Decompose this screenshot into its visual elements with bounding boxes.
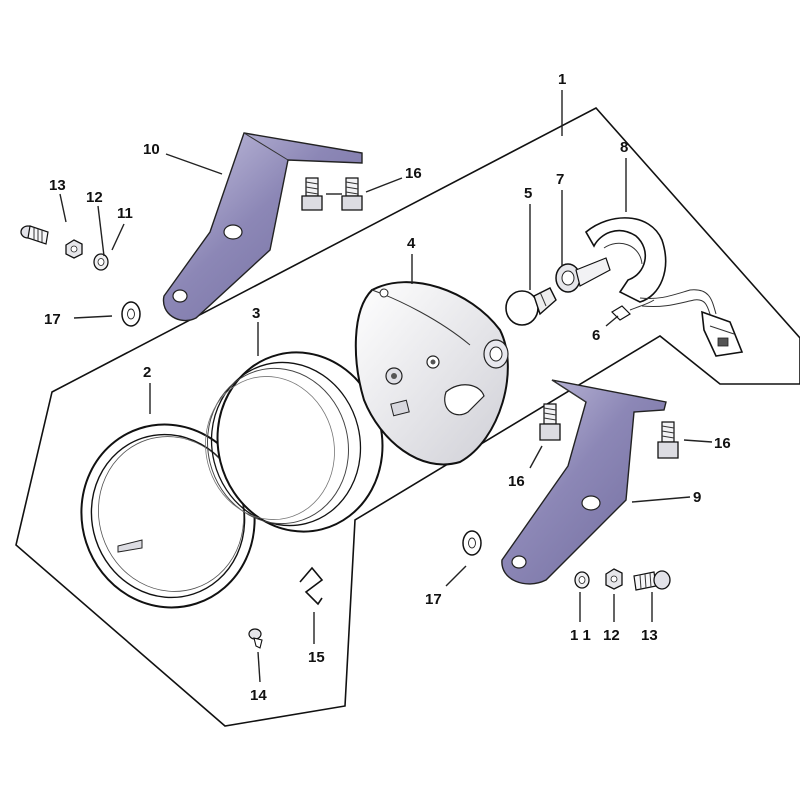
bulb-holder-with-wiring bbox=[584, 217, 744, 357]
leader-lines bbox=[59, 90, 713, 683]
left-bracket bbox=[162, 132, 363, 322]
pilot-bulb bbox=[611, 299, 655, 321]
bulb bbox=[505, 287, 557, 326]
callout-5: 5 bbox=[524, 185, 532, 202]
bolt-right bbox=[633, 570, 671, 591]
assembly-outline bbox=[15, 107, 800, 727]
rubber-washer-left bbox=[121, 301, 141, 327]
screws-top bbox=[301, 177, 363, 211]
callout-12-right: 12 bbox=[603, 627, 620, 644]
callout-1: 1 bbox=[558, 71, 566, 88]
rubber-washer-right bbox=[462, 530, 482, 556]
nut-right bbox=[605, 568, 623, 590]
washer-right bbox=[574, 571, 590, 589]
callout-15: 15 bbox=[308, 649, 325, 666]
callout-6: 6 bbox=[592, 327, 600, 344]
callout-3: 3 bbox=[252, 305, 260, 322]
bolt-left bbox=[20, 225, 49, 245]
washer-left bbox=[93, 253, 109, 271]
callout-12-left: 12 bbox=[86, 189, 103, 206]
callout-16-right-b: 16 bbox=[714, 435, 731, 452]
bulb-socket bbox=[555, 257, 611, 293]
right-bracket bbox=[501, 379, 667, 585]
callout-11-right: 1 1 bbox=[570, 627, 591, 644]
screw-right-a bbox=[539, 403, 561, 441]
spring-clip bbox=[299, 566, 324, 606]
callout-labels: 1 2 3 4 5 6 7 8 9 10 11 12 13 16 17 16 1… bbox=[44, 71, 731, 704]
screw-right-b bbox=[657, 421, 679, 459]
callout-7: 7 bbox=[556, 171, 564, 188]
callout-14: 14 bbox=[250, 687, 267, 704]
callout-17-right: 17 bbox=[425, 591, 442, 608]
callout-2: 2 bbox=[143, 364, 151, 381]
small-screw-bottom bbox=[248, 628, 263, 649]
nut-left bbox=[65, 239, 83, 259]
callout-9: 9 bbox=[693, 489, 701, 506]
callout-4: 4 bbox=[407, 235, 416, 252]
callout-16-top: 16 bbox=[405, 165, 422, 182]
callout-16-right-a: 16 bbox=[508, 473, 525, 490]
callout-10: 10 bbox=[143, 141, 160, 158]
callout-17-left: 17 bbox=[44, 311, 61, 328]
callout-8: 8 bbox=[620, 139, 628, 156]
headlight-shell bbox=[354, 281, 509, 466]
callout-13-right: 13 bbox=[641, 627, 658, 644]
callout-13-left: 13 bbox=[49, 177, 66, 194]
callout-11-left: 11 bbox=[117, 205, 133, 222]
